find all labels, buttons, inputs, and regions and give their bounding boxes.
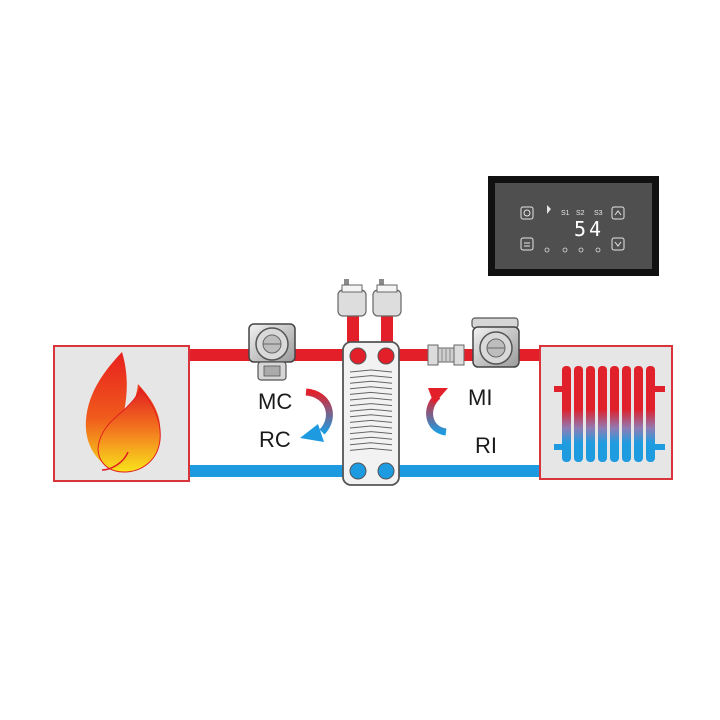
flow-arrow-right (426, 388, 448, 436)
exchanger-plate (349, 408, 393, 412)
radiator-fin (610, 366, 619, 462)
radiator-fin (586, 366, 595, 462)
up-button[interactable] (611, 206, 625, 220)
exchanger-plate (349, 397, 393, 401)
flame-icon (85, 352, 161, 473)
menu-button[interactable] (520, 237, 534, 251)
flame-indicator-icon (547, 205, 551, 214)
radiator-box (539, 345, 673, 480)
label-ri: RI (475, 433, 497, 458)
radiator-fin (646, 366, 655, 462)
heat-source-box (53, 345, 190, 482)
radiator-fin (562, 366, 571, 462)
temperature-display: 54 (574, 217, 604, 241)
indicator-s2: S2 (576, 210, 585, 217)
exchanger-plate (349, 419, 393, 423)
exchanger-plate (349, 375, 393, 379)
exchanger-plate (349, 403, 393, 407)
label-rc: RC (259, 427, 291, 452)
label-mc: MC (258, 389, 292, 414)
radiator-fin (634, 366, 643, 462)
down-button[interactable] (611, 237, 625, 251)
exchanger-plate (349, 431, 393, 435)
exchanger-plate (349, 369, 393, 373)
exchanger-plate (349, 442, 393, 446)
check-valve-icon (427, 344, 465, 366)
circulator-pump-right (471, 317, 520, 368)
exchanger-plate (349, 391, 393, 395)
exchanger-plate (349, 425, 393, 429)
plate-heat-exchanger-icon (342, 341, 400, 486)
indicator-s1: S1 (561, 210, 570, 217)
label-mi: MI (468, 385, 492, 410)
exchanger-plate (349, 414, 393, 418)
circulator-pump-left (248, 323, 296, 381)
exchanger-plate (349, 447, 393, 451)
exchanger-plate (349, 380, 393, 384)
power-button[interactable] (520, 206, 534, 220)
radiator-fin (574, 366, 583, 462)
radiator-icon (554, 366, 665, 462)
indicator-s3: S3 (594, 210, 603, 217)
radiator-fin (622, 366, 631, 462)
exchanger-plate (349, 436, 393, 440)
flow-arrow-left (300, 388, 333, 442)
status-indicator-icons (544, 247, 601, 253)
air-vent-right (372, 279, 402, 317)
control-panel: S1 S2 S3 54 (488, 176, 659, 276)
exchanger-plate (349, 386, 393, 390)
radiator-fin (598, 366, 607, 462)
air-vent-left (337, 279, 367, 317)
